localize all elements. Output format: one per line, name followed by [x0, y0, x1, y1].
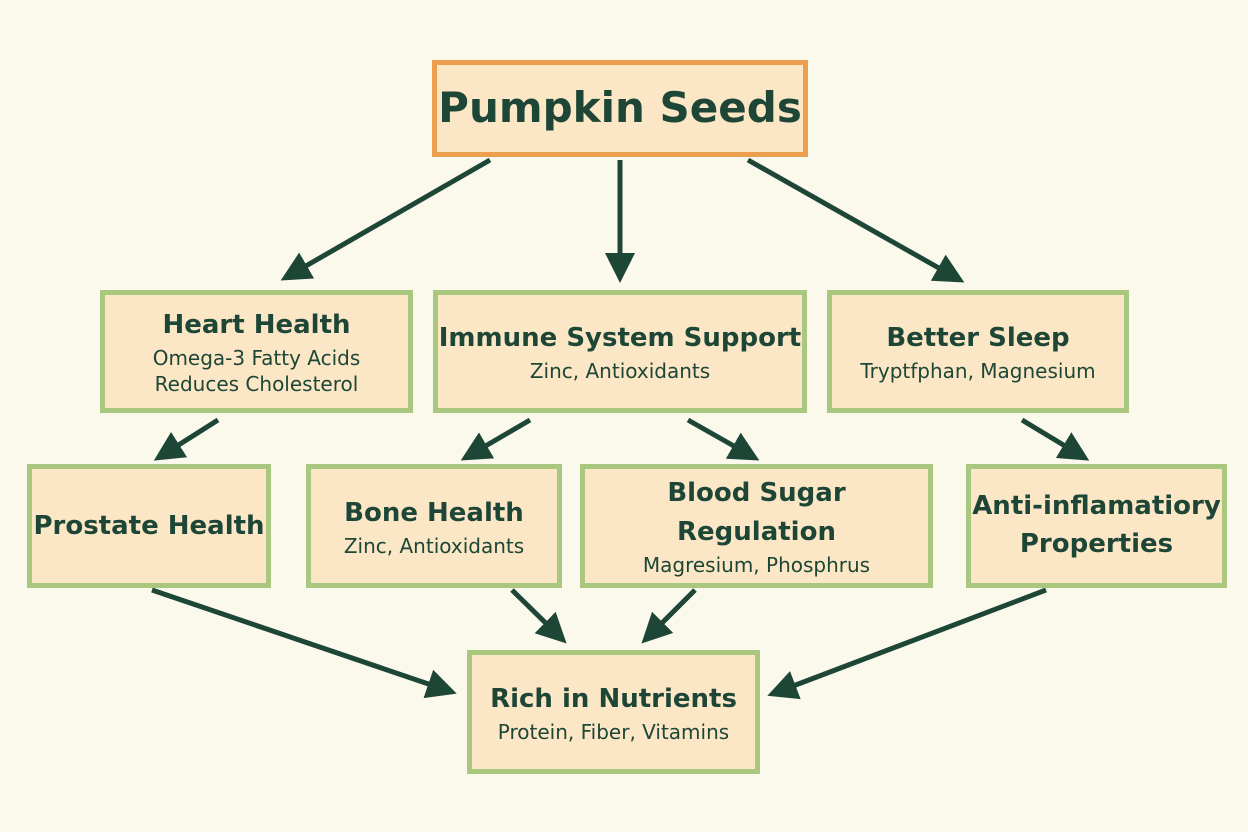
- node-detail: Zinc, Antioxidants: [343, 533, 525, 558]
- node-title: Blood Sugar Regulation: [667, 478, 846, 547]
- node-title-line: Anti-inflamatiory: [972, 491, 1221, 522]
- arrow-sleep-to-anti: [1020, 417, 1090, 461]
- node-detail: Magresium, Phosphrus: [642, 553, 871, 577]
- node-detail: Reduces Cholesterol: [154, 372, 359, 396]
- node-better-sleep: Better Sleep Tryptfphan, Magnesium: [827, 290, 1129, 413]
- arrow-immune-to-bone: [460, 417, 532, 461]
- node-bone-health: Bone Health Zinc, Antioxidants: [306, 464, 562, 588]
- arrow-root-to-sleep: [746, 157, 965, 283]
- node-title: Heart Health: [162, 310, 351, 340]
- node-anti-inflammatory-properties: Anti-inflamatiory Properties: [966, 464, 1227, 588]
- arrow-heart-to-prostate: [153, 417, 220, 461]
- arrow-immune-to-blood: [686, 417, 760, 461]
- node-pumpkin-seeds: Pumpkin Seeds: [432, 60, 808, 157]
- arrow-blood-to-nutrients: [641, 588, 697, 644]
- node-title: Immune System Support: [438, 323, 802, 353]
- node-detail: Zinc, Antioxidants: [529, 359, 711, 383]
- arrow-root-to-heart: [280, 157, 492, 281]
- node-immune-system-support: Immune System Support Zinc, Antioxidants: [433, 290, 807, 413]
- arrow-anti-to-nutrients: [767, 587, 1047, 700]
- arrow-prostate-to-nutrients: [151, 587, 457, 699]
- node-prostate-health: Prostate Health: [27, 464, 271, 588]
- node-heart-health: Heart Health Omega-3 Fatty Acids Reduces…: [100, 290, 413, 413]
- node-detail: Protein, Fiber, Vitamins: [497, 719, 730, 744]
- node-detail: Omega-3 Fatty Acids: [152, 346, 361, 370]
- node-detail: Tryptfphan, Magnesium: [860, 359, 1096, 383]
- node-title: Rich in Nutrients: [490, 683, 737, 714]
- arrow-bone-to-nutrients: [510, 588, 567, 644]
- node-title: Prostate Health: [33, 510, 265, 541]
- node-blood-sugar-regulation: Blood Sugar Regulation Magresium, Phosph…: [580, 464, 933, 588]
- node-title-line: Properties: [1019, 529, 1174, 559]
- node-title: Bone Health: [344, 497, 524, 528]
- node-title: Pumpkin Seeds: [438, 83, 802, 133]
- node-title: Better Sleep: [886, 323, 1070, 353]
- node-rich-in-nutrients: Rich in Nutrients Protein, Fiber, Vitami…: [467, 650, 760, 774]
